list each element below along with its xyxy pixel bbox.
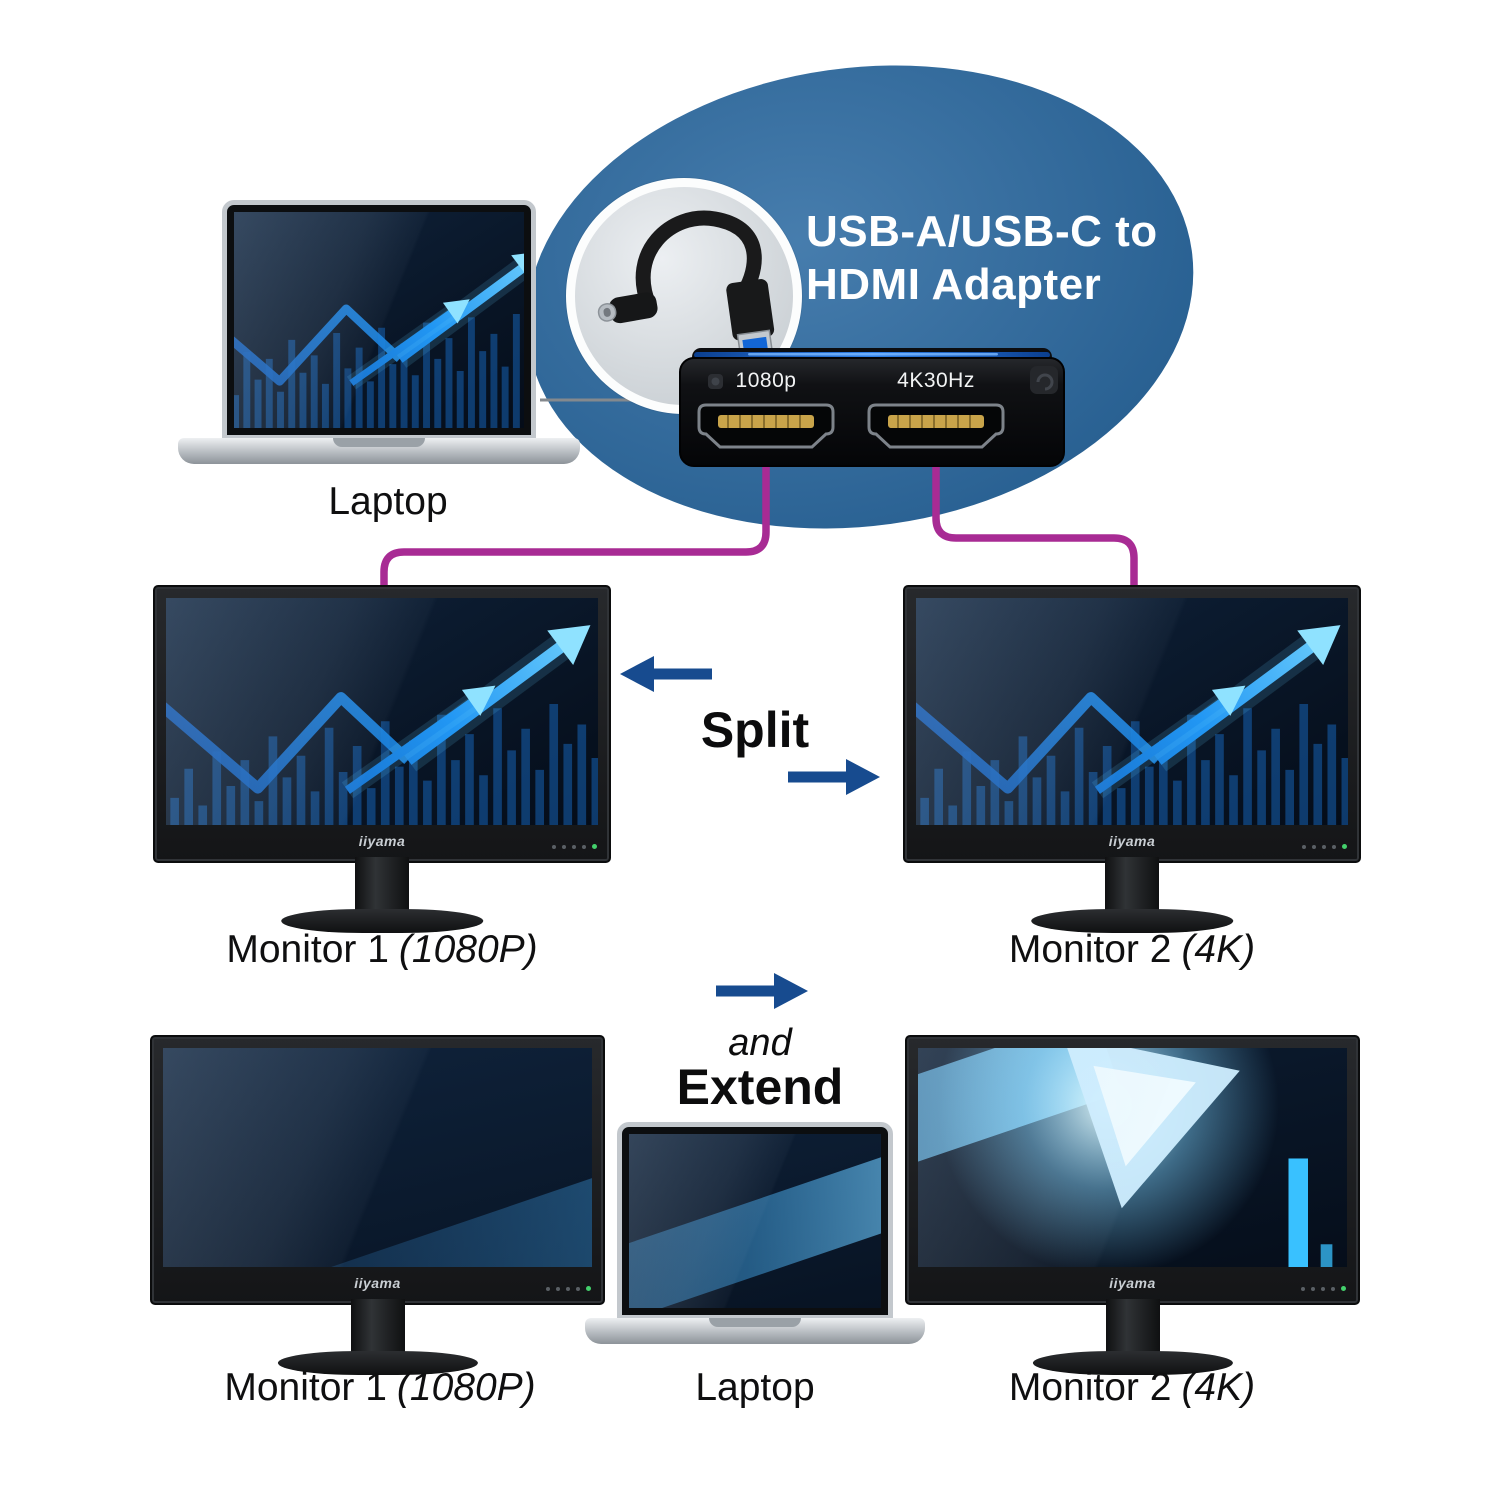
hdmi-adapter-device: 1080p 4K30Hz bbox=[678, 344, 1066, 470]
monitor-resolution: (1080P) bbox=[396, 1366, 536, 1409]
monitor-stand-base bbox=[1032, 1351, 1233, 1375]
laptop-top-label: Laptop bbox=[238, 480, 538, 524]
monitor-resolution: (4K) bbox=[1181, 1366, 1256, 1409]
monitor-bezel: iiyama bbox=[903, 585, 1361, 863]
laptop-bottom bbox=[585, 1122, 925, 1348]
split-right-arrow-icon bbox=[788, 759, 880, 795]
laptop-screen bbox=[222, 200, 536, 440]
monitor-brand-logo: iiyama bbox=[354, 1275, 401, 1291]
monitor-name: Monitor 1 bbox=[224, 1366, 387, 1409]
monitor-stand-base bbox=[1031, 909, 1233, 933]
hdmi-cable-left bbox=[380, 455, 770, 602]
laptop-top bbox=[178, 200, 580, 468]
port-label-4k: 4K30Hz bbox=[897, 369, 975, 392]
adapter-title-line1: USB-A/USB-C to bbox=[806, 207, 1158, 256]
monitor-bezel: iiyama bbox=[150, 1035, 605, 1305]
monitor-chin: iiyama bbox=[166, 827, 598, 855]
monitor-chin: iiyama bbox=[916, 827, 1348, 855]
monitor-screen bbox=[163, 1048, 592, 1267]
hdmi-cable-right bbox=[932, 455, 1138, 602]
monitor-controls bbox=[552, 844, 597, 849]
laptop-base bbox=[585, 1318, 925, 1344]
adapter-title-line2: HDMI Adapter bbox=[806, 259, 1102, 309]
monitor-brand-logo: iiyama bbox=[358, 833, 406, 849]
monitor-stand-neck bbox=[1105, 857, 1159, 919]
laptop-bottom-label-text: Laptop bbox=[695, 1366, 815, 1409]
hdmi-port-1080p-icon bbox=[697, 403, 835, 449]
laptop-top-label-text: Laptop bbox=[328, 480, 448, 523]
extend-screen-image bbox=[629, 1134, 881, 1308]
monitor-screen bbox=[166, 598, 598, 825]
extend-arrow-icon bbox=[716, 973, 808, 1009]
adapter-title: USB-A/USB-C to HDMI Adapter bbox=[806, 206, 1158, 312]
laptop-bottom-label: Laptop bbox=[605, 1366, 905, 1410]
laptop-base bbox=[178, 438, 580, 464]
monitor-stand-neck bbox=[355, 857, 409, 919]
monitor-2-extend: iiyama bbox=[905, 1035, 1360, 1375]
monitor-1-extend-label: Monitor 1(1080P) bbox=[155, 1366, 605, 1410]
monitor-1-extend: iiyama bbox=[150, 1035, 605, 1375]
split-label: Split bbox=[700, 702, 810, 758]
hdmi-port-4k-icon bbox=[867, 403, 1005, 449]
usb-c-plug-icon bbox=[597, 292, 658, 324]
extend-label: Extend bbox=[676, 1059, 844, 1115]
monitor-1-split-label: Monitor 1(1080P) bbox=[157, 928, 607, 972]
monitor-name: Monitor 1 bbox=[226, 928, 389, 971]
adapter-logo-right bbox=[1030, 366, 1058, 394]
monitor-name: Monitor 2 bbox=[1008, 1366, 1172, 1409]
monitor-resolution: (4K) bbox=[1181, 928, 1256, 971]
monitor-brand-logo: iiyama bbox=[1108, 833, 1156, 849]
monitor-controls bbox=[1301, 1286, 1346, 1291]
monitor-bezel: iiyama bbox=[905, 1035, 1360, 1305]
monitor-1-split: iiyama bbox=[153, 585, 611, 933]
monitor-stand-neck bbox=[1105, 1299, 1160, 1361]
laptop-screen bbox=[617, 1122, 893, 1320]
chart-screen-image bbox=[234, 212, 524, 428]
monitor-stand-base bbox=[281, 909, 483, 933]
monitor-name: Monitor 2 bbox=[1008, 928, 1172, 971]
monitor-controls bbox=[546, 1286, 591, 1291]
monitor-2-split-label: Monitor 2(4K) bbox=[907, 928, 1357, 972]
monitor-resolution: (1080P) bbox=[398, 928, 538, 971]
monitor-screen bbox=[916, 598, 1348, 825]
monitor-chin: iiyama bbox=[163, 1269, 592, 1297]
and-label: and bbox=[728, 1022, 792, 1064]
monitor-bezel: iiyama bbox=[153, 585, 611, 863]
monitor-2-extend-label: Monitor 2(4K) bbox=[907, 1366, 1357, 1410]
port-label-1080p: 1080p bbox=[735, 369, 797, 392]
monitor-2-split: iiyama bbox=[903, 585, 1361, 933]
monitor-chin: iiyama bbox=[918, 1269, 1347, 1297]
adapter-body bbox=[679, 348, 1065, 467]
monitor-screen bbox=[918, 1048, 1347, 1267]
split-left-arrow-icon bbox=[620, 656, 712, 692]
monitor-stand-base bbox=[277, 1351, 478, 1375]
monitor-stand-neck bbox=[350, 1299, 405, 1361]
monitor-controls bbox=[1302, 844, 1347, 849]
monitor-brand-logo: iiyama bbox=[1109, 1275, 1156, 1291]
usb-cable-icon bbox=[597, 210, 775, 366]
